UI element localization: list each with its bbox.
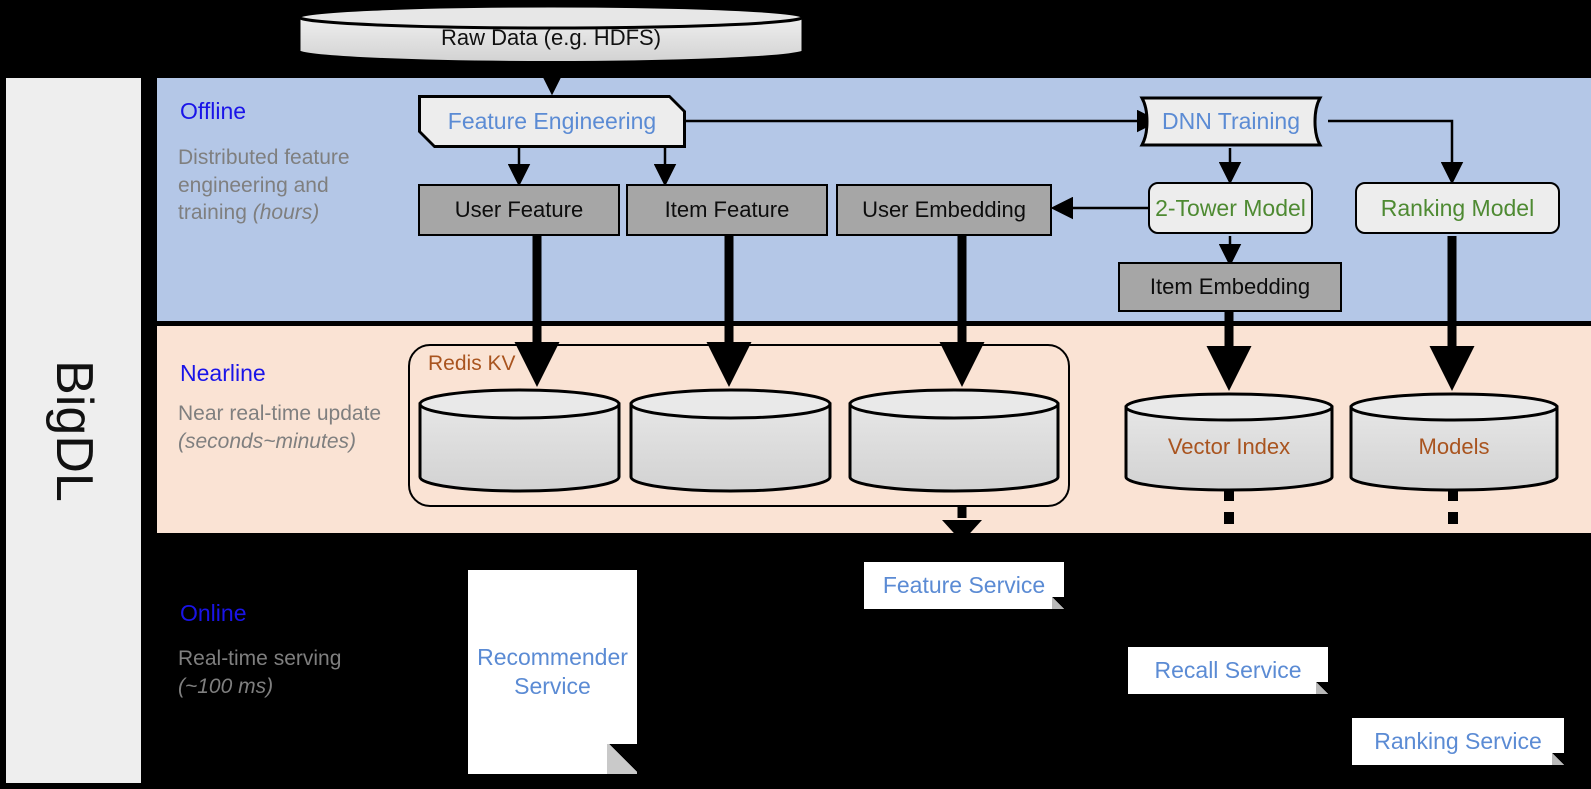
nearline-title: Nearline: [180, 360, 266, 386]
item-feature-label: Item Feature: [664, 197, 790, 223]
user-feature-label: User Feature: [454, 197, 584, 223]
ranking-service-card[interactable]: Ranking Service: [1352, 718, 1564, 765]
nearline-subtitle: Near real-time update (seconds~minutes): [178, 402, 382, 453]
feature-engineering-node[interactable]: Feature Engineering: [418, 95, 686, 148]
page-fold-icon: [607, 744, 637, 774]
recall-service-card[interactable]: Recall Service: [1128, 647, 1328, 694]
vector-index-cylinder[interactable]: Vector Index: [1124, 392, 1334, 492]
ranking-model-node[interactable]: Ranking Model: [1355, 182, 1560, 234]
bigdl-rail: BigDL: [6, 78, 141, 783]
ranking-service-label: Ranking Service: [1374, 728, 1542, 755]
feature-engineering-fill: [421, 98, 683, 145]
user-embedding-label: User Embedding: [862, 197, 1026, 223]
redis-kv-label: Redis KV: [428, 352, 516, 375]
recall-service-label: Recall Service: [1154, 657, 1302, 684]
ranking-model-label: Ranking Model: [1380, 194, 1535, 221]
offline-subtitle: Distributed feature engineering and trai…: [178, 146, 350, 225]
redis-store-1[interactable]: [418, 388, 621, 493]
page-fold-icon: [1052, 597, 1064, 609]
dnn-training-node[interactable]: DNN Training: [1133, 95, 1329, 148]
dnn-training-label: DNN Training: [1161, 108, 1301, 135]
page-fold-icon: [1552, 753, 1564, 765]
online-subtitle: Real-time serving (~100 ms): [178, 647, 342, 698]
two-tower-model-label: 2-Tower Model: [1155, 194, 1306, 221]
models-label: Models: [1418, 434, 1490, 459]
redis-store-2[interactable]: [629, 388, 832, 493]
feature-engineering-label: Feature Engineering: [447, 108, 657, 135]
user-feature-node[interactable]: User Feature: [418, 184, 620, 236]
item-feature-node[interactable]: Item Feature: [626, 184, 828, 236]
dnn-training-shape: [1139, 96, 1323, 147]
feature-service-label: Feature Service: [882, 572, 1046, 599]
raw-data-cylinder: Raw Data (e.g. HDFS): [297, 4, 805, 65]
raw-data-label: Raw Data (e.g. HDFS): [440, 25, 662, 51]
user-embedding-node[interactable]: User Embedding: [836, 184, 1052, 236]
recommender-service-label: Recommender Service: [477, 644, 628, 699]
models-cylinder[interactable]: Models: [1349, 392, 1559, 492]
online-title: Online: [180, 600, 247, 626]
item-embedding-label: Item Embedding: [1149, 274, 1311, 300]
redis-kv-container[interactable]: [408, 344, 1070, 507]
bigdl-rail-label: BigDL: [44, 359, 103, 502]
redis-store-3[interactable]: [848, 388, 1060, 493]
recommender-service-card[interactable]: Recommender Service: [468, 570, 637, 774]
page-fold-icon: [1316, 682, 1328, 694]
feature-service-card[interactable]: Feature Service: [864, 562, 1064, 609]
vector-index-label: Vector Index: [1167, 434, 1291, 459]
two-tower-model-node[interactable]: 2-Tower Model: [1148, 182, 1313, 234]
offline-title: Offline: [180, 98, 247, 124]
item-embedding-node[interactable]: Item Embedding: [1118, 262, 1342, 312]
